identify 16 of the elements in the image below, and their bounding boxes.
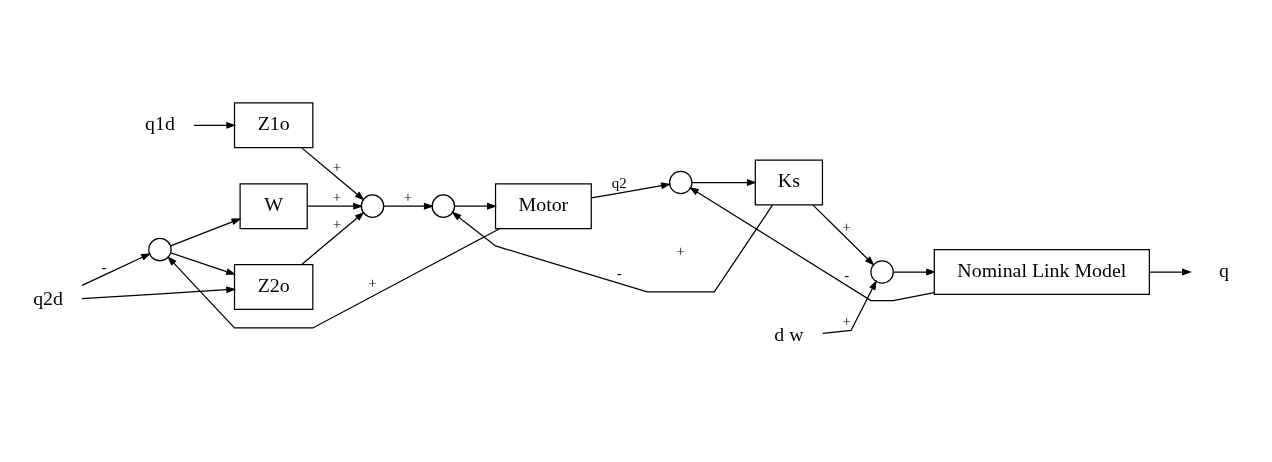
node-text: d w bbox=[774, 323, 804, 346]
node-text: q2d bbox=[33, 287, 63, 310]
edge-label: + bbox=[842, 313, 851, 330]
edge-label: + bbox=[842, 218, 851, 235]
node-text: q1d bbox=[145, 112, 175, 135]
edge-label: + bbox=[332, 188, 342, 205]
edge-label: + bbox=[403, 188, 413, 205]
edge-label: + bbox=[332, 159, 342, 176]
node-text: q bbox=[1218, 258, 1229, 281]
edge-label: q2 bbox=[611, 175, 627, 192]
edge-label: - bbox=[616, 264, 622, 281]
edge-label: - bbox=[844, 267, 850, 284]
label: + bbox=[676, 242, 685, 259]
edge-label: + bbox=[332, 216, 342, 233]
edge-label: + bbox=[368, 274, 377, 291]
edge-label: - bbox=[101, 258, 107, 275]
